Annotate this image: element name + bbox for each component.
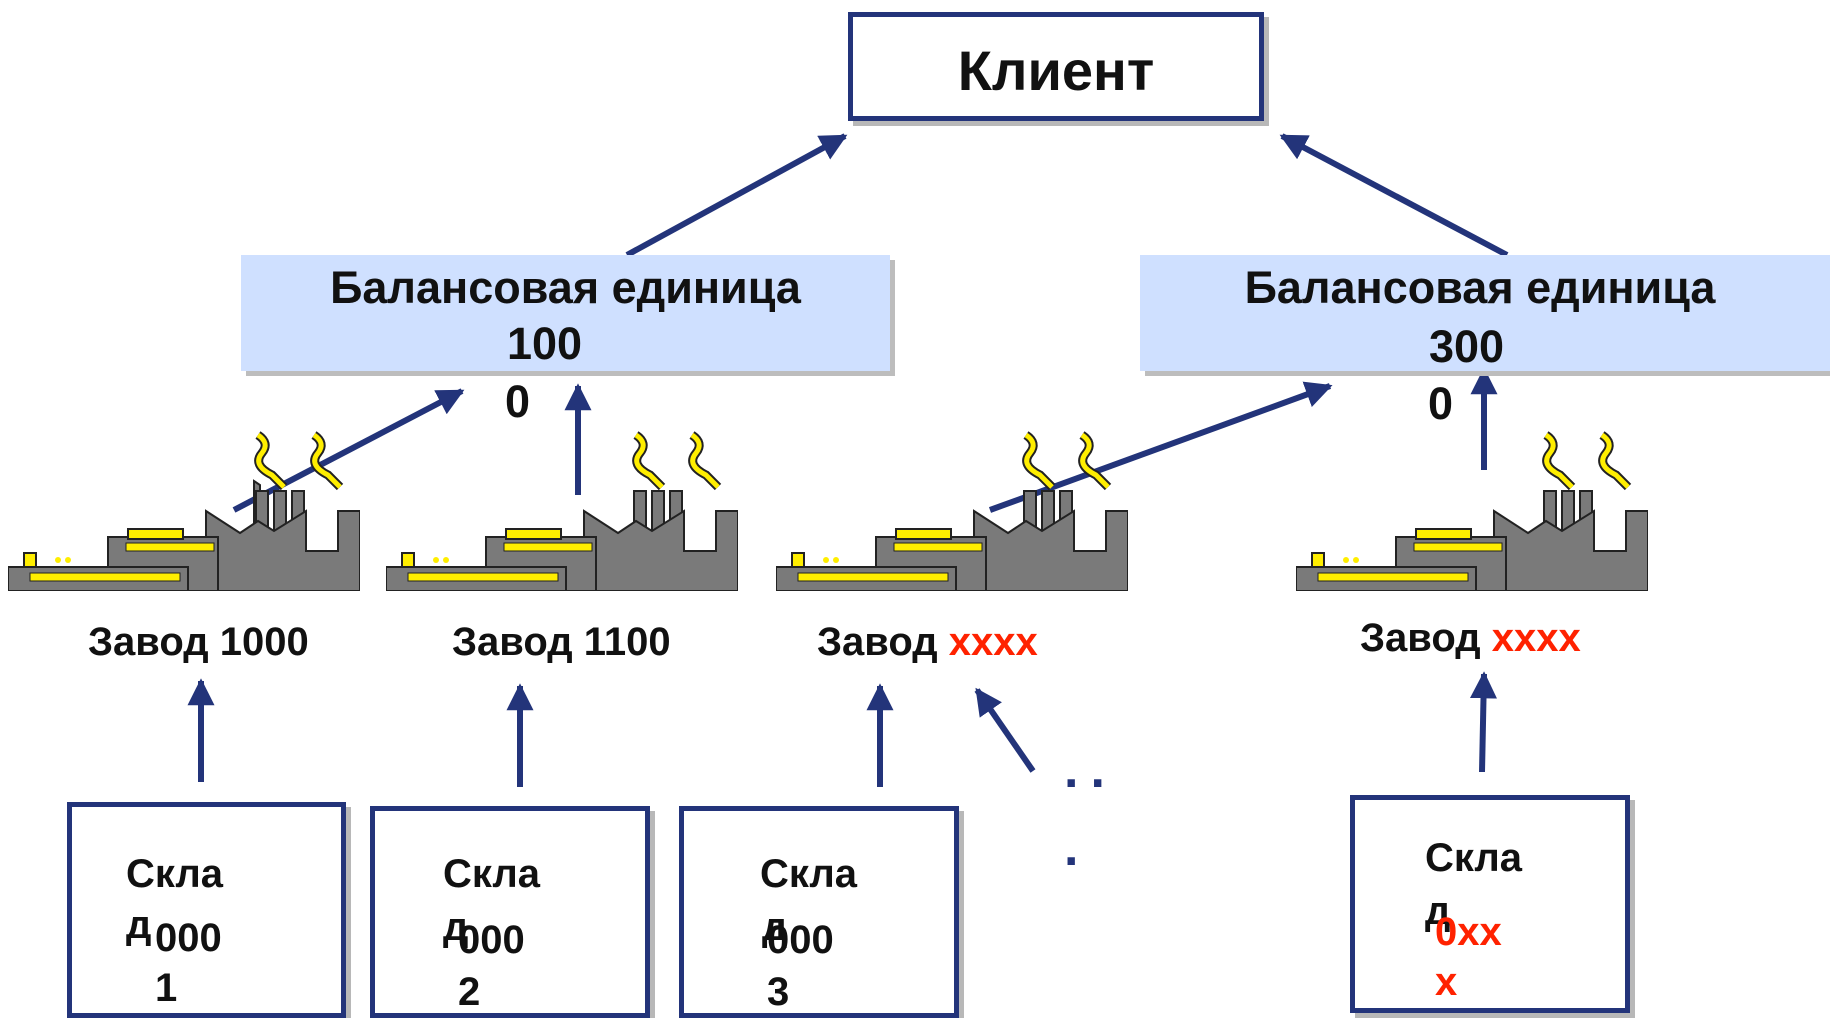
client-label: Клиент bbox=[957, 39, 1155, 102]
warehouse-word-line2: д bbox=[762, 905, 788, 949]
more-plants-ellipsis-tail: . bbox=[1064, 819, 1091, 877]
edge-plant1000-to-bu100 bbox=[232, 388, 465, 513]
edge-bu100-to-client bbox=[625, 133, 848, 258]
plant-label-xxxx-2: Завод xxxx bbox=[1360, 616, 1581, 661]
factory-icon bbox=[1296, 431, 1648, 591]
edge-plant3-to-bu300 bbox=[988, 381, 1333, 513]
plant-prefix: Завод bbox=[1360, 616, 1481, 660]
balance-unit-title: Балансовая единица bbox=[1244, 262, 1716, 313]
edge-bu300-to-client bbox=[1279, 133, 1509, 258]
warehouse-word-line1: Скла bbox=[443, 852, 541, 896]
warehouse-word-line2: д bbox=[126, 903, 152, 947]
factory-icon bbox=[386, 431, 738, 591]
warehouse-code-line1: 0xx bbox=[1435, 910, 1502, 954]
edge-more-to-plant3 bbox=[974, 687, 1036, 773]
warehouse-word-line1: Скла bbox=[126, 852, 224, 896]
balance-unit-box-100 bbox=[241, 255, 890, 371]
warehouse-code-line1: 000 bbox=[458, 918, 525, 962]
balance-unit-number-line1: 300 bbox=[1429, 321, 1505, 372]
warehouse-word-line1: Скла bbox=[1425, 836, 1523, 880]
warehouse-box-0003 bbox=[679, 806, 959, 1018]
warehouse-code-line1: 000 bbox=[155, 916, 222, 960]
warehouse-word-line2: д bbox=[1425, 889, 1451, 933]
client-box bbox=[848, 12, 1264, 121]
plant-code: xxxx bbox=[1491, 616, 1581, 660]
factory-icon bbox=[8, 431, 360, 591]
balance-unit-number-line2: 0 bbox=[505, 376, 531, 427]
plant-prefix: Завод bbox=[452, 620, 573, 664]
plant-code: 1000 bbox=[219, 620, 309, 664]
plant-label-1000: Завод 1000 bbox=[88, 620, 309, 665]
warehouse-box-0xxx bbox=[1350, 795, 1630, 1013]
plant-label-1100: Завод 1100 bbox=[452, 620, 671, 665]
factory-icon bbox=[776, 431, 1128, 591]
plant-code: 1100 bbox=[583, 620, 671, 664]
warehouse-code-line2: 2 bbox=[458, 970, 481, 1014]
warehouse-code-line2: x bbox=[1435, 960, 1458, 1004]
balance-unit-number-line2: 0 bbox=[1428, 378, 1454, 429]
warehouse-box-0002 bbox=[370, 806, 650, 1018]
warehouse-code-line2: 1 bbox=[155, 966, 178, 1010]
warehouse-word-line2: д bbox=[443, 905, 469, 949]
more-plants-ellipsis: .. bbox=[1064, 741, 1117, 799]
balance-unit-title: Балансовая единица bbox=[330, 262, 801, 313]
edge-wh4-to-plant4 bbox=[1470, 671, 1498, 773]
warehouse-box-0001 bbox=[67, 802, 346, 1018]
balance-unit-number-line1: 100 bbox=[507, 318, 583, 369]
warehouse-word-line1: Скла bbox=[760, 852, 858, 896]
warehouse-code-line1: 000 bbox=[767, 918, 834, 962]
plant-label-xxxx-1: Завод xxxx bbox=[817, 620, 1038, 665]
plant-code: xxxx bbox=[948, 620, 1038, 664]
warehouse-code-line2: 3 bbox=[767, 970, 790, 1014]
balance-unit-box-300 bbox=[1140, 255, 1830, 371]
plant-prefix: Завод bbox=[817, 620, 938, 664]
plant-prefix: Завод bbox=[88, 620, 209, 664]
